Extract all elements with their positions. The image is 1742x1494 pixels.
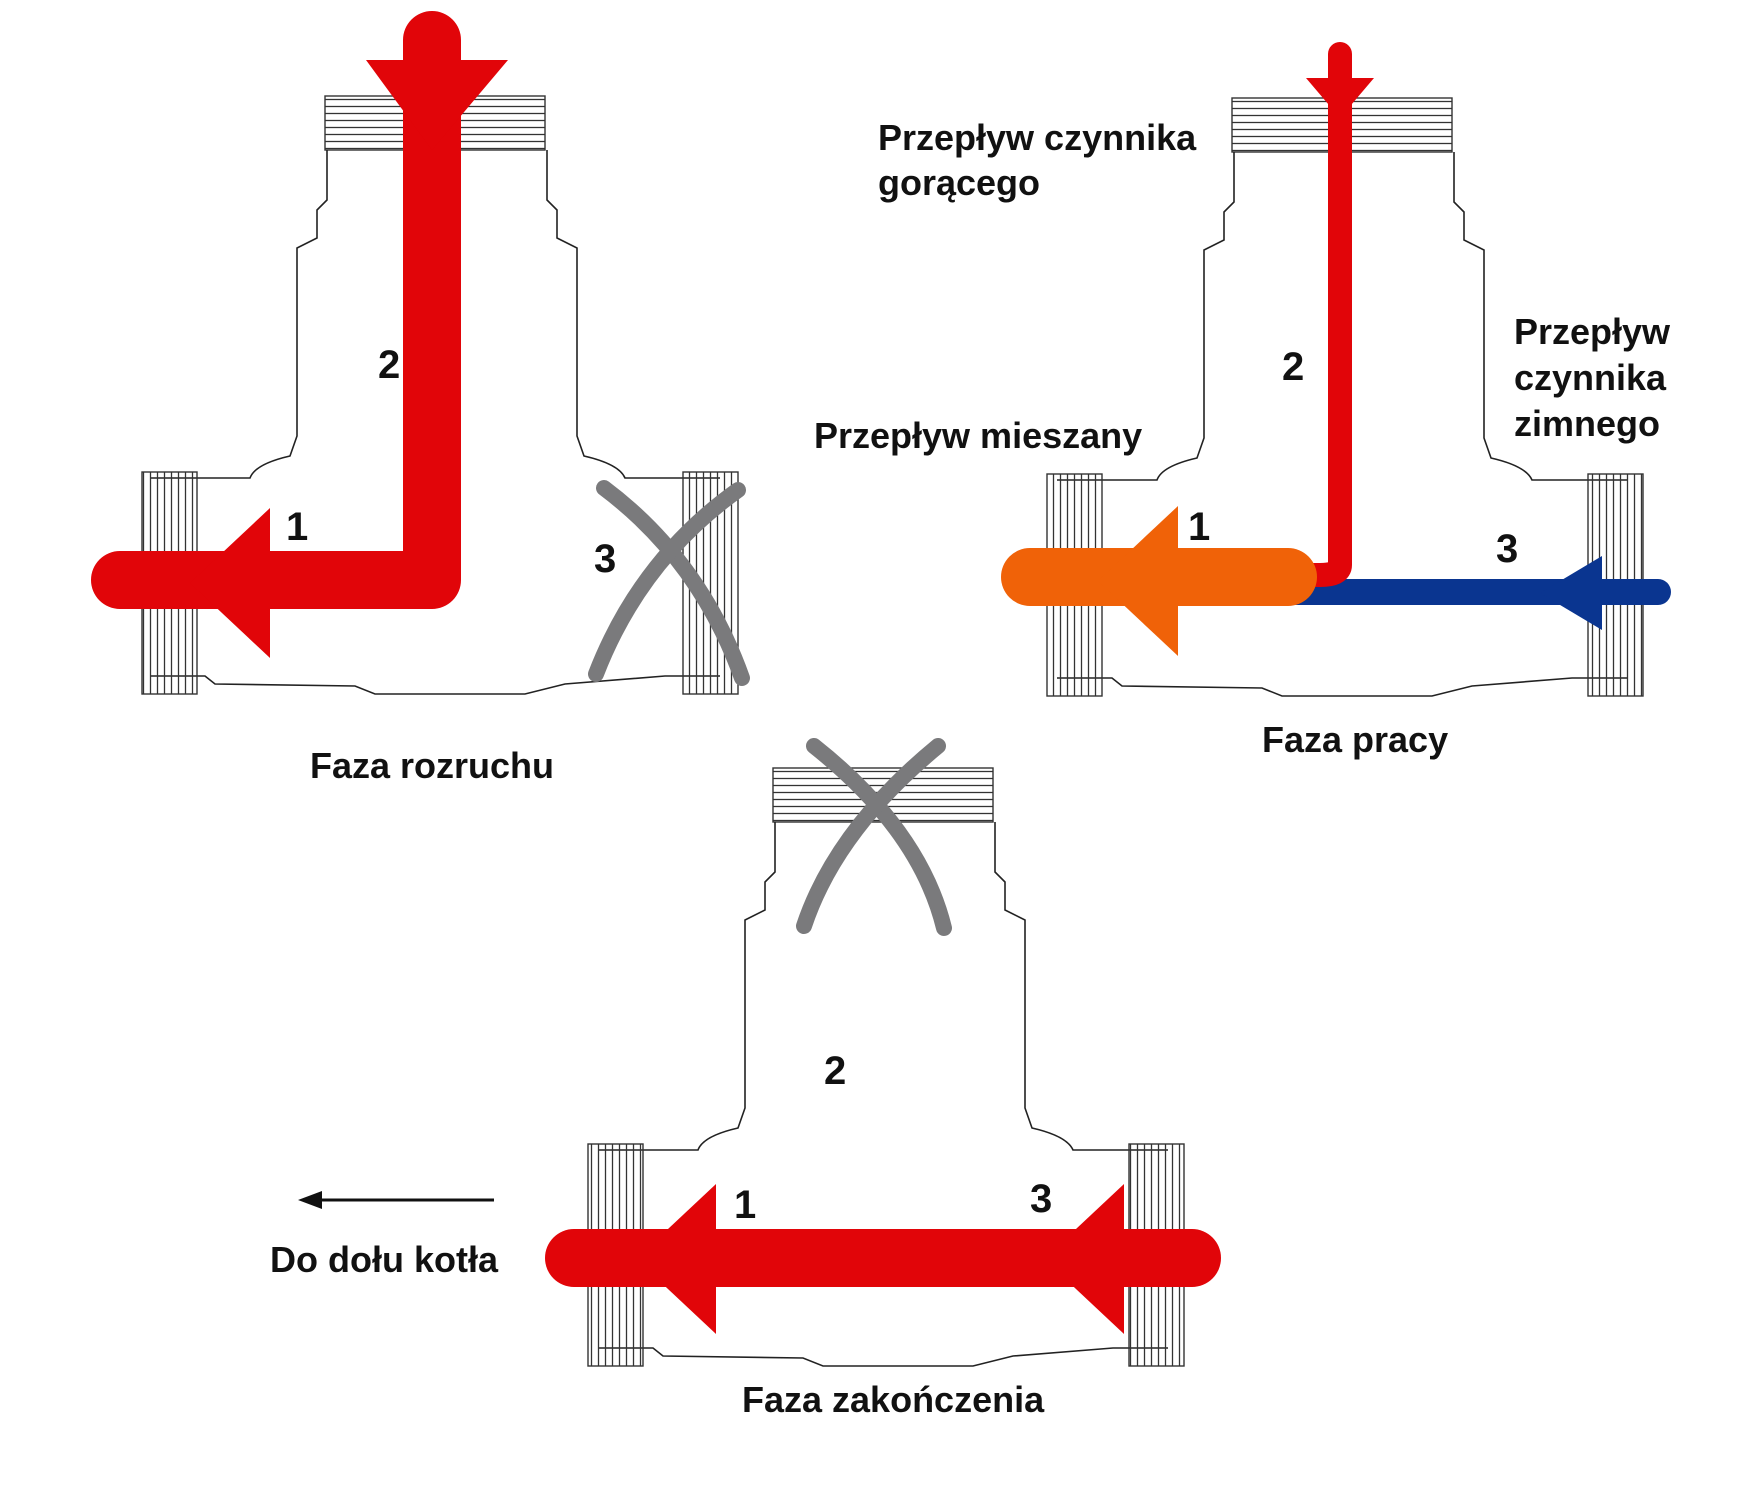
blocked-port-x-end	[796, 738, 952, 936]
port-1-label-end: 1	[734, 1183, 756, 1227]
port-3-label-start: 3	[594, 537, 616, 581]
hot-flow-arrow-work	[1288, 42, 1374, 587]
hot-flow-arrow-start	[91, 11, 508, 658]
cold-flow-arrow-work	[1277, 556, 1671, 630]
cold-flow-label-3: zimnego	[1514, 403, 1660, 444]
port-1-label-work: 1	[1188, 505, 1210, 549]
direction-arrow	[298, 1191, 494, 1209]
port-2-label-end: 2	[824, 1049, 846, 1093]
port-3-label-work: 3	[1496, 527, 1518, 571]
phase-title-end: Faza zakończenia	[742, 1379, 1045, 1420]
cold-flow-label-2: czynnika	[1514, 357, 1667, 398]
port-1-label-start: 1	[286, 505, 308, 549]
hot-flow-label-1: Przepływ czynnika	[878, 117, 1197, 158]
hot-flow-label-2: gorącego	[878, 162, 1040, 203]
phase-title-start: Faza rozruchu	[310, 745, 554, 786]
flow-arrow-end	[545, 1184, 1221, 1334]
port-3-label-end: 3	[1030, 1177, 1052, 1221]
direction-label: Do dołu kotła	[270, 1239, 499, 1280]
port-2-label-start: 2	[378, 343, 400, 387]
phase-title-work: Faza pracy	[1262, 719, 1448, 760]
port-2-label-work: 2	[1282, 345, 1304, 389]
mixed-flow-arrow-work	[1001, 506, 1317, 656]
phase-work: Przepływ czynnika gorącego Przepływ mies…	[814, 42, 1671, 760]
blocked-port-x-start	[588, 480, 750, 686]
cold-flow-label-1: Przepływ	[1514, 311, 1671, 352]
mixed-flow-label: Przepływ mieszany	[814, 415, 1142, 456]
phase-start: 2 1 3 Faza rozruchu	[91, 11, 750, 786]
phase-end: Do dołu kotła 2 1 3 Faza zakończenia	[270, 738, 1221, 1420]
